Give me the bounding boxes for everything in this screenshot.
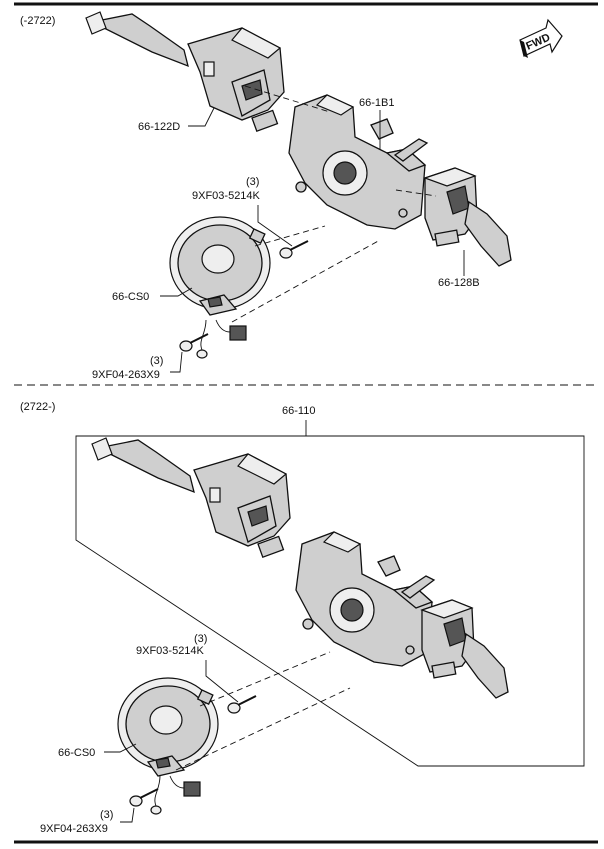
part-label-housing: 66-1B1: [359, 97, 394, 109]
clock-spring-part: [117, 677, 219, 777]
screw-part: [227, 695, 257, 714]
connector-pigtail: [196, 319, 247, 359]
fwd-arrow-icon: FWD: [519, 18, 563, 58]
section-early: (-2722) 66-122D 66-1B1 (3) 9XF03-5214K 6…: [20, 11, 512, 381]
part-label-bolt: 9XF04-263X9: [40, 823, 108, 835]
part-label-wiper-switch: 66-122D: [138, 121, 180, 133]
part-label-clock-spring: 66-CS0: [112, 291, 149, 303]
section-range-label: (-2722): [20, 15, 55, 27]
switch-housing-part: [288, 94, 428, 230]
clock-spring-part: [169, 216, 271, 316]
light-switch-part: [421, 599, 509, 699]
alignment-line: [199, 651, 331, 707]
quantity-label: (3): [150, 355, 163, 367]
part-label-bolt: 9XF04-263X9: [92, 369, 160, 381]
leader-line: [257, 205, 293, 247]
leader-line: [104, 743, 137, 753]
leader-line: [160, 287, 193, 297]
leader-line: [205, 660, 239, 703]
part-label-screw: 9XF03-5214K: [136, 645, 205, 657]
leader-line: [188, 107, 215, 127]
bolt-part: [129, 788, 159, 807]
assembly-outline: [75, 435, 585, 767]
quantity-label: (3): [100, 809, 113, 821]
connector-pigtail: [150, 775, 201, 815]
alignment-line: [244, 85, 331, 113]
alignment-line: [231, 239, 381, 323]
quantity-label: (3): [194, 633, 207, 645]
leader-line: [120, 807, 135, 823]
part-label-clock-spring: 66-CS0: [58, 747, 95, 759]
bolt-part: [179, 333, 209, 352]
section-late: (2722-) 66-110 (3) 9XF03-5214K 66-CS0 (3…: [20, 401, 585, 835]
switch-housing-part: [295, 531, 435, 667]
light-switch-part: [424, 167, 512, 267]
alignment-line: [395, 189, 437, 197]
screw-part: [279, 240, 309, 259]
quantity-label: (3): [246, 176, 259, 188]
part-label-light-switch: 66-128B: [438, 277, 480, 289]
alignment-line: [175, 687, 351, 771]
part-label-screw: 9XF03-5214K: [192, 190, 261, 202]
part-label-assembly: 66-110: [282, 405, 315, 417]
leader-line: [170, 351, 183, 373]
section-range-label: (2722-): [20, 401, 55, 413]
alignment-line: [254, 225, 326, 247]
wiper-switch-part: [85, 11, 285, 132]
wiper-switch-part: [91, 437, 291, 558]
